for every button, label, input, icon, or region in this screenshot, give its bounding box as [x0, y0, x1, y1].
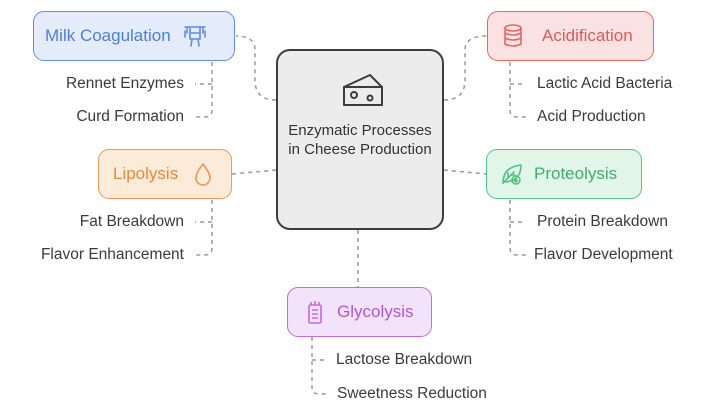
- milk-item-1: Rennet Enzymes: [65, 75, 184, 92]
- bracket-glyc: [311, 337, 328, 395]
- glyc-item-1: Lactose Breakdown: [336, 351, 473, 368]
- glyc-item-2: Sweetness Reduction: [337, 385, 487, 402]
- node-proteolysis: Proteolysis: [486, 149, 642, 199]
- lipo-item-1: Fat Breakdown: [79, 213, 184, 230]
- acid-item-2: Acid Production: [537, 108, 646, 125]
- bracket-acid: [509, 62, 526, 118]
- acid-item-1: Lactic Acid Bacteria: [537, 75, 673, 92]
- milking-machine-icon: [183, 26, 206, 47]
- node-label: Milk Coagulation: [45, 26, 171, 45]
- center-title: Enzymatic Processes in Cheese Production: [288, 122, 432, 158]
- node-acidification: Acidification: [487, 11, 654, 61]
- connector-lipo: [231, 169, 277, 175]
- center-node: Enzymatic Processes in Cheese Production: [276, 49, 444, 230]
- node-glycolysis: Glycolysis: [287, 287, 432, 337]
- node-label: Lipolysis: [113, 164, 179, 183]
- prot-item-2: Flavor Development: [534, 246, 673, 263]
- bracket-milk: [195, 62, 213, 118]
- cheese-icon: [343, 74, 383, 106]
- leaf-icon: [502, 164, 522, 185]
- node-label: Glycolysis: [337, 302, 414, 321]
- connector-milk: [235, 35, 277, 101]
- connector-acid: [443, 35, 488, 101]
- battery-icon: [308, 301, 322, 324]
- bracket-prot: [509, 200, 526, 256]
- droplet-icon: [195, 163, 212, 186]
- node-label: Acidification: [542, 26, 633, 45]
- prot-item-1: Protein Breakdown: [537, 213, 668, 230]
- node-label: Proteolysis: [534, 164, 618, 183]
- connector-prot: [443, 169, 487, 175]
- milk-item-2: Curd Formation: [76, 108, 184, 125]
- node-lipolysis: Lipolysis: [98, 149, 232, 199]
- lipo-item-2: Flavor Enhancement: [40, 246, 184, 263]
- bracket-lipo: [195, 200, 213, 256]
- node-milk-coagulation: Milk Coagulation: [33, 11, 235, 61]
- barrel-icon: [504, 24, 522, 47]
